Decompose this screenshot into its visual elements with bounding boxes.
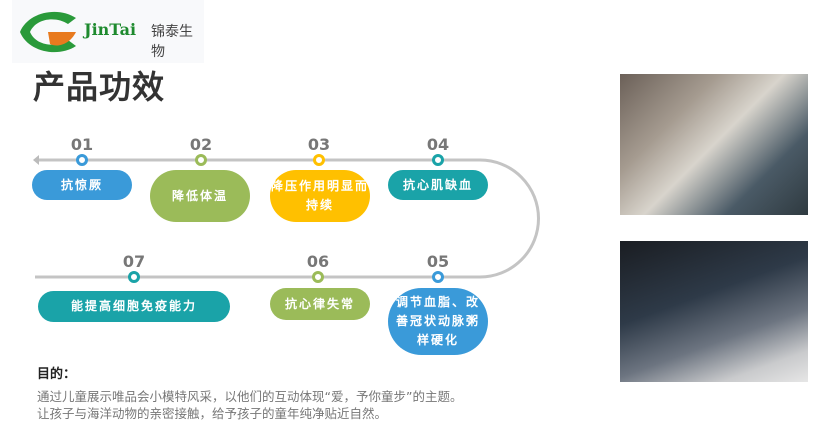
step-dot-icon <box>313 154 325 166</box>
step-label: 能提高细胞免疫能力 <box>38 291 230 322</box>
logo: JinTai 锦泰生物 <box>12 0 204 63</box>
step-dot-icon <box>312 271 324 283</box>
step-label: 调节血脂、改善冠状动脉粥样硬化 <box>388 288 488 355</box>
step-dot-icon <box>195 154 207 166</box>
step-number: 05 <box>426 252 450 271</box>
step-dot-icon <box>432 154 444 166</box>
logo-cn: 锦泰生物 <box>151 24 193 60</box>
step-number: 02 <box>189 135 213 154</box>
step-number: 06 <box>306 252 330 271</box>
step-number: 04 <box>426 135 450 154</box>
office-meeting-photo <box>620 74 808 215</box>
step-number: 07 <box>122 252 146 271</box>
logo-g-icon <box>20 11 76 53</box>
step-label: 降压作用明显而持续 <box>270 170 370 222</box>
step-number: 03 <box>307 135 331 154</box>
purpose-text: 通过儿童展示唯品会小模特风采，以他们的互动体现“爱，予你童步”的主题。让孩子与海… <box>37 389 463 421</box>
step-dot-icon <box>128 271 140 283</box>
page-title: 产品功效 <box>33 68 166 106</box>
step-dot-icon <box>76 154 88 166</box>
step-number: 01 <box>70 135 94 154</box>
logo-brand: JinTai <box>84 20 137 39</box>
laptop-hands-photo <box>620 241 808 382</box>
purpose-heading: 目的： <box>37 367 77 382</box>
step-label: 抗心律失常 <box>270 288 370 320</box>
step-label: 抗心肌缺血 <box>388 170 488 200</box>
step-label: 降低体温 <box>150 170 250 222</box>
timeline-path <box>33 155 540 279</box>
step-dot-icon <box>432 271 444 283</box>
step-label: 抗惊厥 <box>32 170 132 200</box>
